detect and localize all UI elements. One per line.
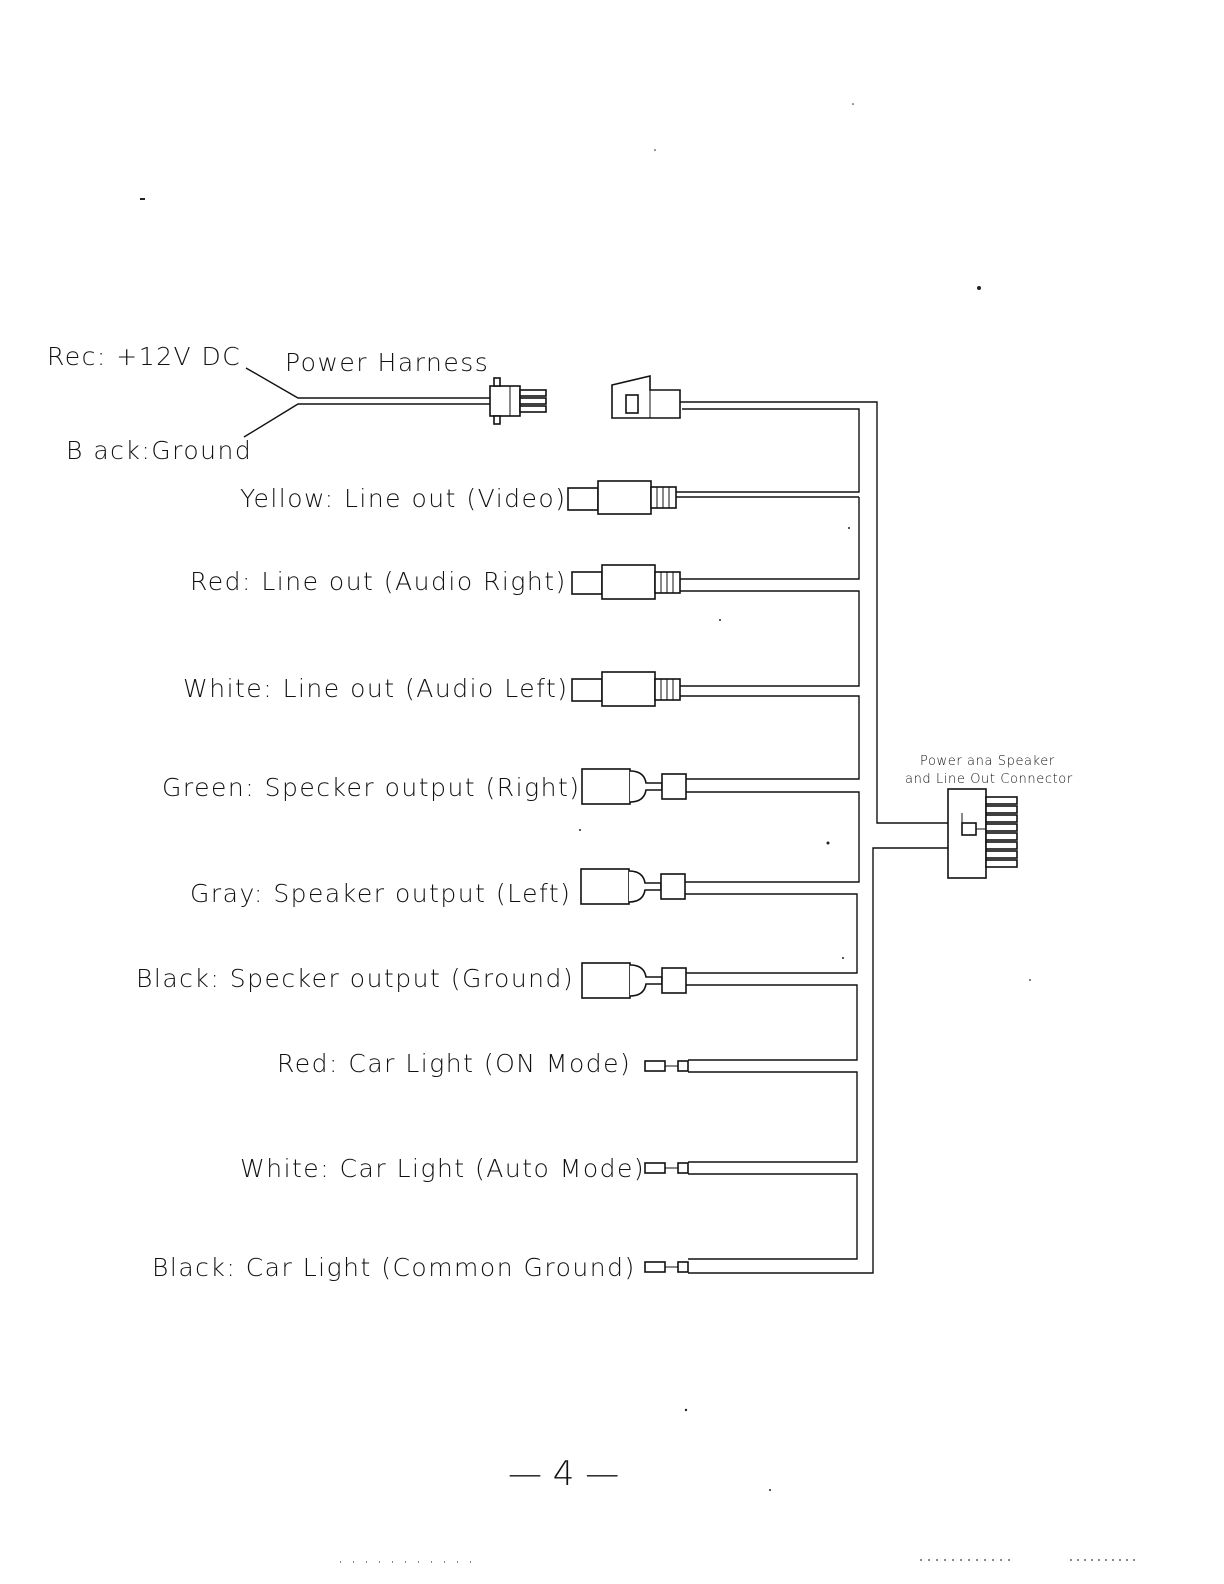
main-connector: Power ana Speaker and Line Out Connector xyxy=(905,754,1073,879)
rca-connectors xyxy=(567,480,681,707)
wire-label-green-speaker-right: Green: Specker output (Right) xyxy=(162,773,581,802)
pin-connectors xyxy=(644,1060,689,1273)
power-harness: Rec: +12V DC Power Harness B ack:Ground xyxy=(47,342,681,465)
wire-labels: Yellow: Line out (Video) Red: Line out (… xyxy=(136,484,645,1282)
wire-label-gray-speaker-left: Gray: Speaker output (Left) xyxy=(190,879,571,908)
spade-terminal-icon xyxy=(580,868,686,905)
spade-terminal-icon xyxy=(581,962,687,999)
wire-label-yellow-video: Yellow: Line out (Video) xyxy=(240,484,566,513)
rca-plug-icon xyxy=(571,564,681,600)
bullet-pin-icon xyxy=(644,1162,689,1174)
footer-specks xyxy=(340,1559,1140,1563)
mating-socket-icon xyxy=(611,374,681,419)
red-12v-label: Rec: +12V DC xyxy=(47,342,241,371)
rca-plug-icon xyxy=(567,480,677,515)
wire-label-white-audio-left: White: Line out (Audio Left) xyxy=(183,674,569,703)
multi-pin-connector-icon xyxy=(947,788,1018,879)
spade-connectors xyxy=(580,768,687,999)
bullet-pin-icon xyxy=(644,1060,689,1072)
wire-label-black-car-light-ground: Black: Car Light (Common Ground) xyxy=(152,1253,636,1282)
wire-label-black-speaker-ground: Black: Specker output (Ground) xyxy=(136,964,574,993)
spade-terminal-icon xyxy=(581,768,687,805)
harness-plug-icon xyxy=(489,377,547,425)
scan-specks xyxy=(140,103,1031,1491)
page-number: — 4 — xyxy=(508,1454,619,1494)
wire-label-red-audio-right: Red: Line out (Audio Right) xyxy=(190,567,567,596)
wire-routing xyxy=(676,401,948,1274)
wire-label-white-car-light-auto: White: Car Light (Auto Mode) xyxy=(240,1154,645,1183)
rca-plug-icon xyxy=(571,671,681,707)
black-ground-label: B ack:Ground xyxy=(66,436,252,465)
connector-label-line2: and Line Out Connector xyxy=(905,772,1073,787)
wire-label-red-car-light-on: Red: Car Light (ON Mode) xyxy=(277,1049,631,1078)
connector-label-line1: Power ana Speaker xyxy=(920,754,1055,769)
bullet-pin-icon xyxy=(644,1261,689,1273)
power-harness-title: Power Harness xyxy=(285,348,489,377)
